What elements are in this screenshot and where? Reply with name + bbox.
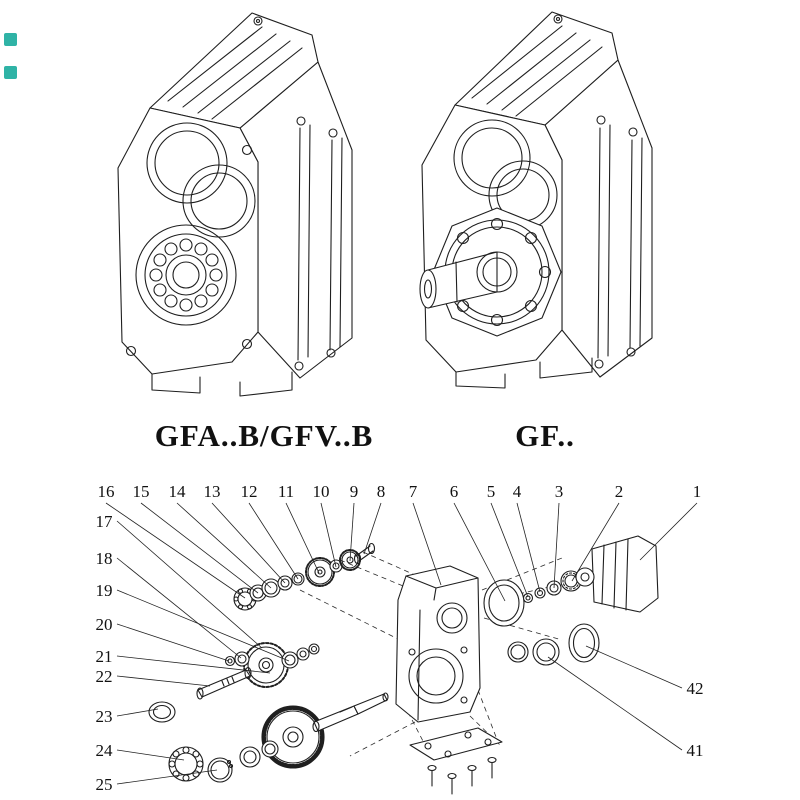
- leader-line-5: [490, 502, 529, 598]
- part-washer: [234, 651, 250, 667]
- leader-line-4: [516, 502, 541, 593]
- part-intermediate-gear: [243, 642, 289, 688]
- leader-line-15: [140, 502, 259, 594]
- part-bolts: [427, 756, 497, 795]
- leader-line-41: [547, 656, 683, 751]
- part-input-motor-adapter: [575, 535, 659, 613]
- exploded-diagram: 1615141312111098765432117181920212223242…: [96, 482, 704, 795]
- leader-line-7: [412, 502, 442, 586]
- part-number-14: 14: [169, 482, 187, 501]
- lifting-eye-icon: [253, 16, 263, 26]
- part-cover-ring-42: [568, 623, 600, 663]
- part-number-9: 9: [350, 482, 359, 501]
- leader-line-6: [453, 502, 506, 602]
- part-washer: [281, 651, 299, 669]
- part-number-20: 20: [96, 615, 113, 634]
- part-bolt: [534, 587, 546, 599]
- part-pin: [224, 655, 236, 667]
- leader-line-16: [105, 502, 246, 599]
- leader-line-10: [320, 502, 337, 568]
- part-number-42: 42: [687, 679, 704, 698]
- part-mounting-plate: [409, 727, 503, 761]
- part-number-22: 22: [96, 667, 113, 686]
- part-number-13: 13: [204, 482, 221, 501]
- leader-line-25: [116, 769, 218, 785]
- part-number-8: 8: [377, 482, 386, 501]
- part-number-15: 15: [133, 482, 150, 501]
- part-number-2: 2: [615, 482, 624, 501]
- part-number-5: 5: [487, 482, 496, 501]
- left-product-caption: GFA..B/GFV..B: [155, 418, 374, 453]
- part-pinion-shaft: [196, 666, 252, 700]
- edge-artifact-2: [4, 66, 17, 79]
- part-number-10: 10: [313, 482, 330, 501]
- leader-line-13: [211, 502, 286, 584]
- part-spacer: [296, 647, 310, 661]
- part-number-16: 16: [98, 482, 115, 501]
- part-number-21: 21: [96, 647, 113, 666]
- right-product-caption: GF..: [515, 418, 575, 453]
- part-number-19: 19: [96, 581, 113, 600]
- part-pinion-gear: [305, 557, 335, 587]
- part-number-12: 12: [241, 482, 258, 501]
- leader-line-20: [116, 623, 230, 662]
- part-number-3: 3: [555, 482, 564, 501]
- leader-line-2: [571, 502, 620, 582]
- part-number-11: 11: [278, 482, 294, 501]
- leader-line-9: [349, 502, 355, 562]
- exploded-parts: [148, 535, 659, 795]
- part-seal-ring-41: [532, 638, 560, 666]
- leader-line-24: [116, 749, 185, 761]
- leader-line-21: [116, 655, 271, 674]
- part-number-17: 17: [96, 512, 114, 531]
- part-number-4: 4: [513, 482, 522, 501]
- part-number-18: 18: [96, 549, 113, 568]
- leader-line-3: [553, 502, 560, 589]
- leader-line-14: [176, 502, 272, 589]
- part-number-25: 25: [96, 775, 113, 794]
- gearbox-drawing-gf: [419, 11, 653, 389]
- part-ring-small: [308, 643, 320, 655]
- leader-line-18: [116, 557, 242, 659]
- lifting-eye-icon: [553, 14, 563, 24]
- leader-line-17: [116, 520, 263, 649]
- part-oil-seal: [148, 701, 176, 723]
- part-number-41: 41: [687, 741, 704, 760]
- leader-line-1: [639, 502, 698, 561]
- leader-line-8: [363, 502, 382, 555]
- part-number-24: 24: [96, 741, 114, 760]
- part-output-gear: [261, 705, 325, 769]
- leader-line-11: [285, 502, 320, 574]
- part-number-6: 6: [450, 482, 459, 501]
- part-number-7: 7: [409, 482, 418, 501]
- part-ring: [261, 740, 279, 758]
- leader-line-42: [585, 645, 683, 689]
- part-housing: [395, 565, 481, 723]
- leader-line-19: [116, 589, 290, 662]
- part-ring: [507, 641, 529, 663]
- part-nut: [522, 592, 534, 604]
- part-number-1: 1: [693, 482, 702, 501]
- leader-line-12: [248, 502, 299, 580]
- part-output-bearing: [168, 746, 204, 782]
- part-number-23: 23: [96, 707, 113, 726]
- gearbox-drawing-gfab: [117, 12, 353, 397]
- part-gasket-ring: [483, 579, 525, 627]
- part-output-shaft: [312, 692, 389, 733]
- leader-line-22: [116, 675, 211, 687]
- leader-line-23: [116, 708, 159, 717]
- part-washer: [239, 746, 261, 768]
- part-snap-ring: [207, 757, 234, 783]
- edge-artifact-1: [4, 33, 17, 46]
- part-key-pin: [353, 542, 376, 565]
